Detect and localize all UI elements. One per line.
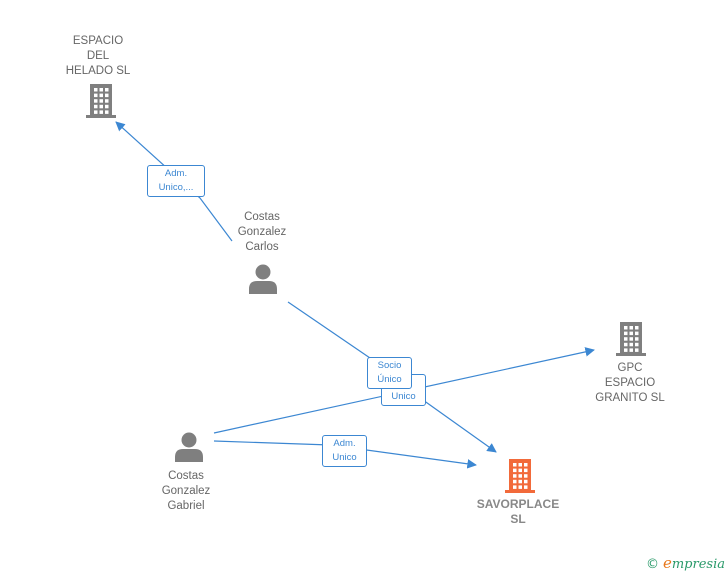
node-label-savorplace[interactable]: SAVORPLACE SL: [468, 497, 568, 527]
edge-label-line: Socio: [377, 360, 402, 371]
node-label-espacio-del-helado[interactable]: ESPACIO DEL HELADO SL: [58, 34, 138, 79]
label-line: GRANITO SL: [595, 392, 665, 404]
edge-label-line: Único: [377, 374, 402, 385]
edge-label-line: Adm.: [333, 438, 356, 449]
edge-label-line: Unico,...: [158, 182, 194, 193]
node-label-gpc-espacio-granito[interactable]: GPC ESPACIO GRANITO SL: [588, 361, 672, 406]
node-label-costas-gonzalez-carlos[interactable]: Costas Gonzalez Carlos: [222, 210, 302, 255]
label-line: Costas: [244, 211, 280, 223]
label-line: Gonzalez: [237, 226, 287, 238]
edge-label-gabriel-savorplace[interactable]: Adm. Unico: [322, 435, 367, 467]
copyright-icon: ©: [645, 557, 659, 572]
label-line: Costas: [168, 470, 204, 482]
label-line: Gonzalez: [161, 485, 211, 497]
person-icon[interactable]: [249, 264, 277, 295]
brand-watermark: ©empresia: [646, 554, 725, 572]
building-icon[interactable]: [616, 322, 646, 356]
building-icon[interactable]: [86, 84, 116, 118]
edge-label-carlos-helado[interactable]: Adm. Unico,...: [147, 165, 205, 197]
brand-initial: e: [662, 554, 672, 572]
label-line: SAVORPLACE: [476, 497, 560, 511]
label-line: DEL: [86, 50, 110, 62]
edge-label-carlos-savorplace[interactable]: Socio Único: [367, 357, 412, 389]
edge-label-line: Adm.: [164, 168, 188, 179]
label-line: Gabriel: [167, 500, 205, 512]
label-line: ESPACIO: [72, 35, 124, 47]
icons-layer: [86, 84, 646, 493]
label-line: ESPACIO: [604, 377, 656, 389]
person-icon[interactable]: [175, 432, 203, 463]
label-line: SL: [510, 512, 526, 526]
label-line: Carlos: [245, 241, 279, 253]
edge-carlos-helado: [115, 121, 233, 242]
edge-label-line: Unico: [391, 391, 416, 402]
brand-name: mpresia: [671, 557, 725, 572]
edge-label-line: Unico: [332, 452, 357, 463]
label-line: GPC: [617, 362, 643, 374]
label-line: HELADO SL: [65, 65, 131, 77]
node-label-costas-gonzalez-gabriel[interactable]: Costas Gonzalez Gabriel: [146, 469, 226, 514]
building-icon[interactable]: [505, 459, 535, 493]
